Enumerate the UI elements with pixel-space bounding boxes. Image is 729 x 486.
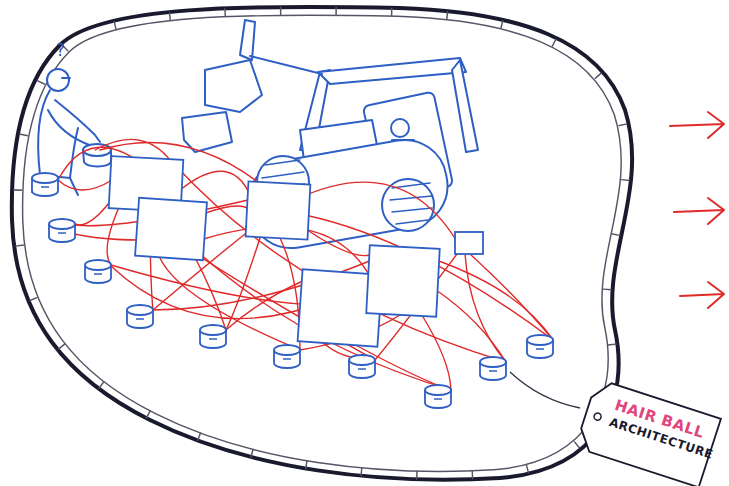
man-arm <box>55 100 100 142</box>
tangled-wire <box>280 238 300 350</box>
tangled-wire <box>175 165 506 362</box>
red-arrow <box>670 112 724 138</box>
database-cylinder <box>274 345 300 368</box>
blob-ticks <box>17 11 626 475</box>
database-cylinder <box>49 219 75 242</box>
tangled-wire <box>160 258 300 350</box>
tangled-wire <box>107 205 120 265</box>
man-arm <box>48 110 92 146</box>
excavator-track <box>242 133 454 254</box>
tag-hole <box>593 412 602 421</box>
tangled-wire <box>295 182 456 240</box>
database-cylinder <box>349 355 375 378</box>
tangled-wire <box>350 342 451 390</box>
question-mark: ? <box>56 40 65 60</box>
tangled-wire <box>465 254 506 362</box>
tangled-wire <box>436 260 553 340</box>
tangled-wire <box>58 180 112 190</box>
database-cylinder <box>527 335 553 358</box>
tag-string <box>510 372 580 408</box>
excavator-bucket <box>182 112 232 152</box>
excavator-arm <box>452 60 478 152</box>
excavator-bucket <box>205 60 262 112</box>
excavator-boom <box>318 58 466 84</box>
tag-shape <box>575 379 721 486</box>
tangled-wire <box>130 180 451 390</box>
database-cylinder <box>85 260 111 283</box>
man-head <box>47 69 69 91</box>
system-box <box>135 198 207 261</box>
excavator-arm <box>250 56 322 74</box>
system-box <box>366 245 439 317</box>
blob-inner-outline <box>23 15 622 471</box>
name-tag: HAIR BALLARCHITECTURE <box>574 377 722 486</box>
database-cylinder <box>425 385 451 408</box>
driver-head <box>391 119 409 137</box>
system-box <box>455 232 483 254</box>
database-cylinder <box>32 173 58 196</box>
tangled-wire <box>420 312 451 390</box>
system-box <box>246 181 311 239</box>
held-database <box>83 150 111 166</box>
tangled-wire <box>470 254 553 340</box>
database-cylinder <box>127 305 153 328</box>
red-arrow <box>680 282 724 308</box>
excavator-arm <box>240 20 255 60</box>
blob-outline <box>12 7 632 480</box>
man-glasses <box>62 77 70 79</box>
database-cylinder <box>480 357 506 380</box>
database-cylinder <box>200 325 226 348</box>
tangled-wire <box>180 171 250 195</box>
red-arrow <box>674 198 724 224</box>
